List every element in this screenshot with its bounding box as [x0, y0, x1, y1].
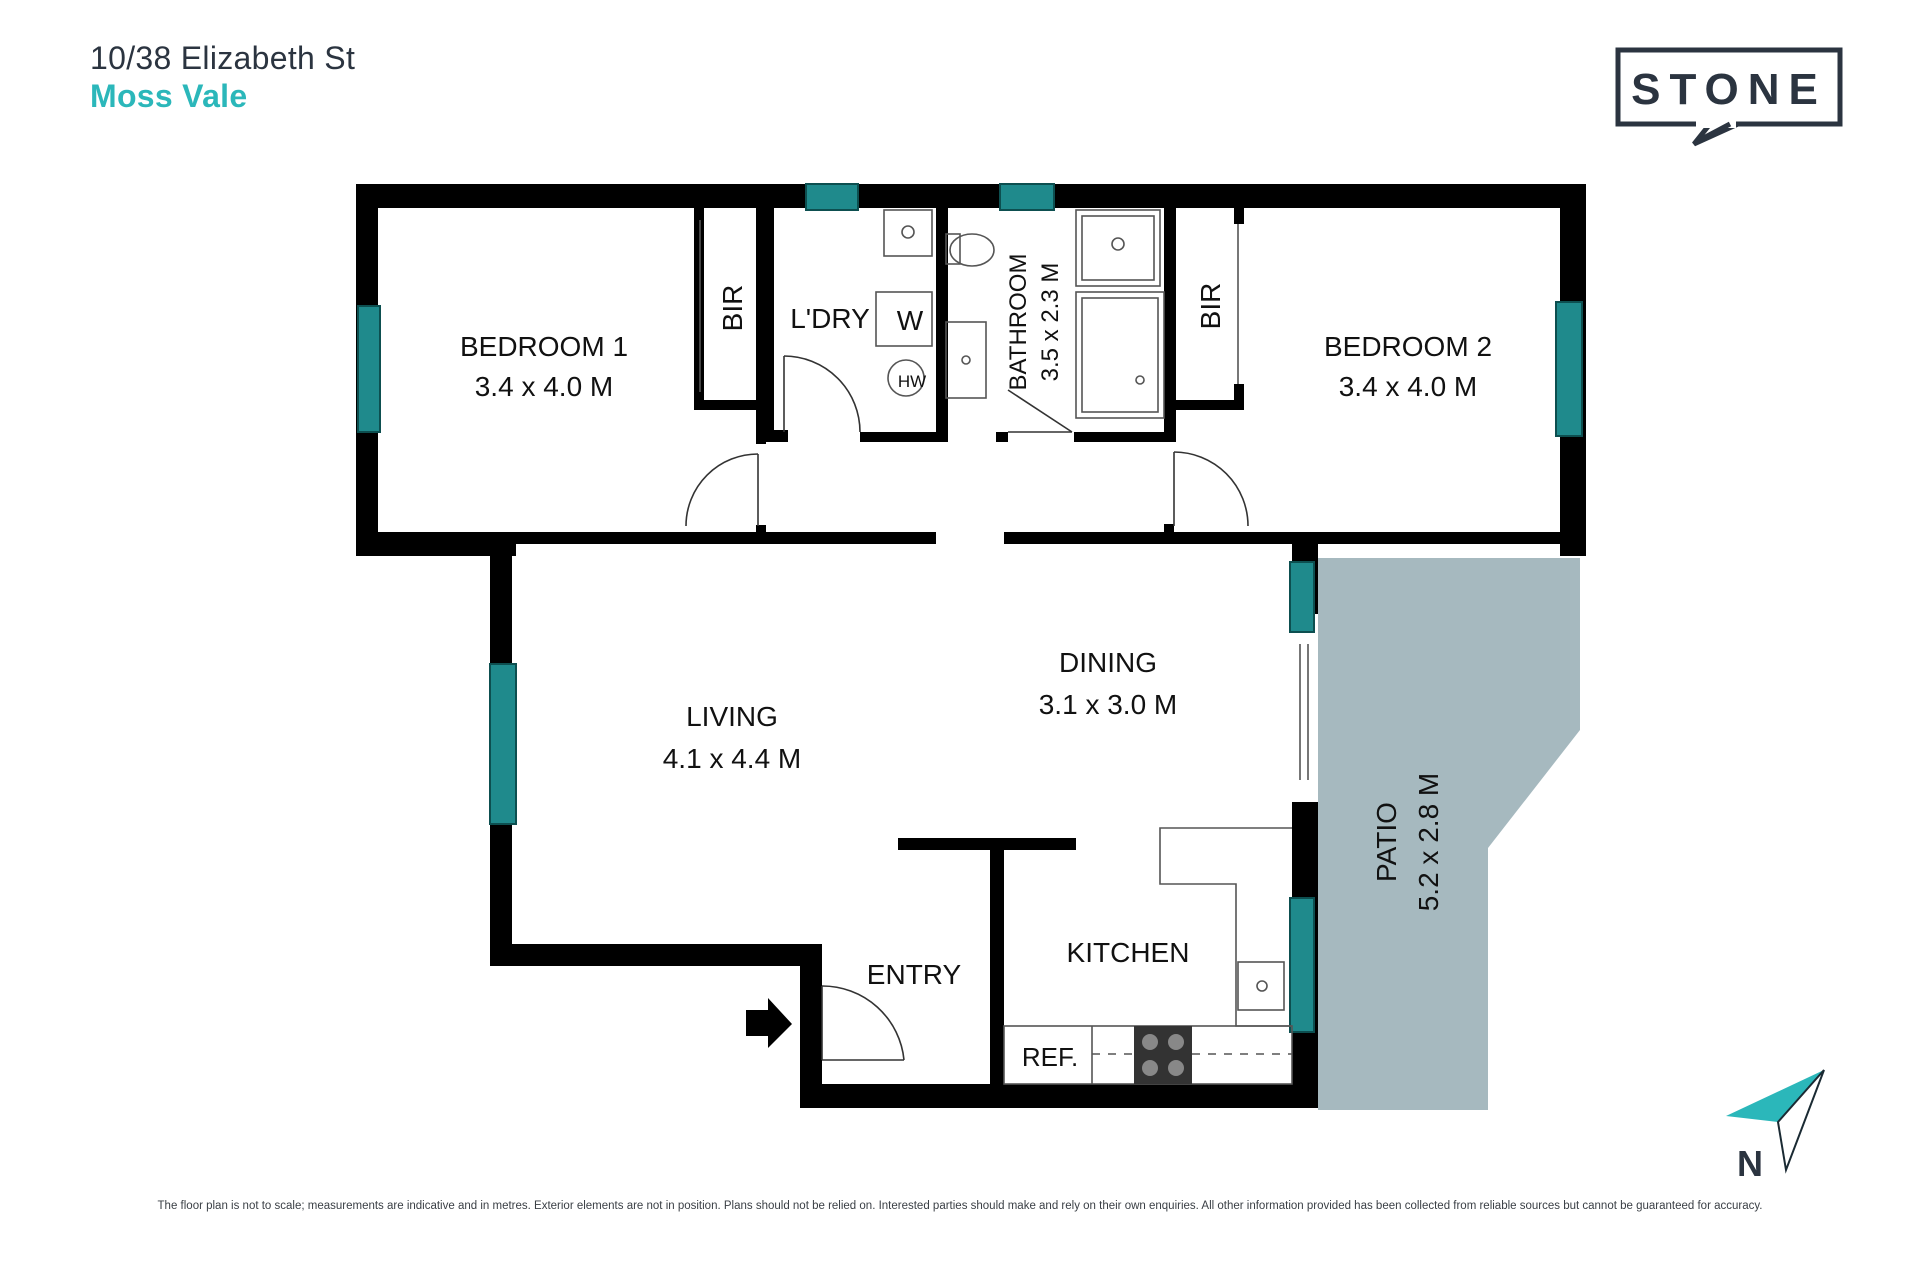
window-kitchen	[1289, 897, 1315, 1033]
logo-text: STONE	[1631, 65, 1827, 114]
north-compass: N	[1726, 1069, 1825, 1180]
door-swings	[685, 355, 1249, 1061]
room-labels: BEDROOM 1 3.4 x 4.0 M BIR L'DRY W HW BAT…	[460, 254, 1492, 1072]
living-size: 4.1 x 4.4 M	[663, 743, 802, 774]
cooktop	[1134, 1026, 1192, 1084]
bedroom1-size: 3.4 x 4.0 M	[475, 371, 614, 402]
window-bed2	[1555, 301, 1583, 437]
laundry-label: L'DRY	[790, 303, 870, 334]
bathroom-label: BATHROOM	[1005, 254, 1032, 391]
window-bed1	[357, 305, 381, 433]
patio-size: 5.2 x 2.8 M	[1413, 773, 1444, 912]
bedroom2-size: 3.4 x 4.0 M	[1339, 371, 1478, 402]
window-laundry	[805, 183, 859, 211]
north-label: N	[1737, 1143, 1763, 1180]
bedroom2-label: BEDROOM 2	[1324, 331, 1492, 362]
bir-right-label: BIR	[1195, 283, 1226, 330]
patio-label: PATIO	[1371, 802, 1402, 882]
fridge-label: REF.	[1022, 1042, 1078, 1072]
window-dining	[1289, 561, 1315, 633]
washer-label: W	[897, 305, 924, 336]
entry-arrow	[746, 998, 792, 1048]
living-label: LIVING	[686, 701, 778, 732]
dining-size: 3.1 x 3.0 M	[1039, 689, 1178, 720]
windows	[357, 183, 1583, 1033]
disclaimer: The floor plan is not to scale; measurem…	[157, 1200, 1763, 1212]
hot-water-label: HW	[898, 372, 926, 391]
dining-label: DINING	[1059, 647, 1157, 678]
kitchen-label: KITCHEN	[1067, 937, 1190, 968]
suburb: Moss Vale	[90, 78, 248, 114]
bedroom1-label: BEDROOM 1	[460, 331, 628, 362]
bir-left-label: BIR	[717, 285, 748, 332]
address-line: 10/38 Elizabeth St	[90, 40, 356, 76]
stone-logo: STONE	[1615, 47, 1843, 147]
window-bath	[999, 183, 1055, 211]
window-living	[489, 663, 517, 825]
entry-label: ENTRY	[867, 959, 962, 990]
compass-needle	[1726, 1070, 1824, 1170]
bathroom-size: 3.5 x 2.3 M	[1037, 263, 1064, 382]
patio-area	[1318, 558, 1580, 1110]
